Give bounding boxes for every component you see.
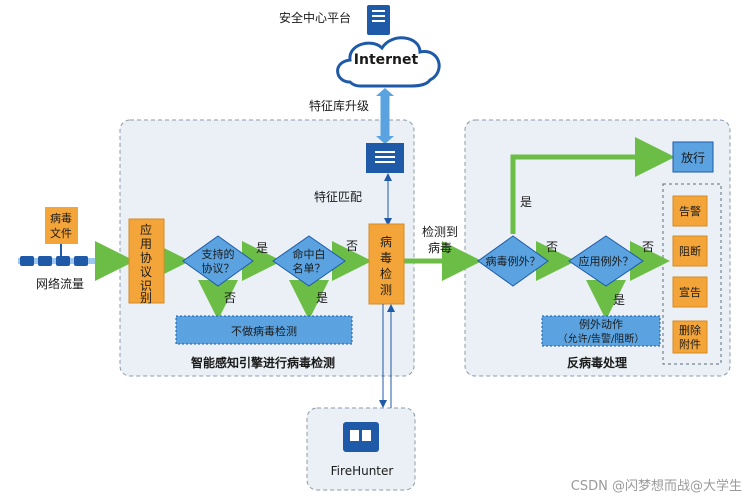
internet-cloud-icon [336,36,441,88]
svg-text:协议？: 协议？ [202,261,235,275]
action-alert-box [672,195,708,227]
no-label-supported: 否 [224,291,236,305]
yes-label-exception: 是 [520,195,532,209]
traffic-label: 网络流量 [36,276,84,291]
virus-exception-decision [477,235,549,287]
svg-text:告警: 告警 [679,204,701,218]
whitelist-decision [272,235,346,287]
svg-text:识: 识 [140,279,152,293]
file-label-line2: 文件 [50,226,72,240]
detected-label-line1: 检测到 [422,224,458,239]
svg-text:毒: 毒 [380,251,392,265]
firehunter-icon [343,422,379,452]
svg-text:（允许/告警/阻断）: （允许/告警/阻断） [558,332,645,345]
firehunter-label: FireHunter [331,464,394,478]
app-exception-decision [568,235,644,287]
svg-text:阻断: 阻断 [679,244,701,258]
action-delete-attachment-box [672,320,708,354]
svg-text:用: 用 [140,237,152,251]
signature-database-icon [366,143,404,173]
supported-protocol-decision [182,235,254,287]
server-icon [367,5,390,35]
svg-text:宣告: 宣告 [679,285,701,299]
yes-label-app-exception: 是 [613,293,625,307]
svg-text:协: 协 [140,250,152,265]
platform-label: 安全中心平台 [279,10,351,25]
virus-file-icon [45,207,78,244]
svg-text:例外动作: 例外动作 [579,317,623,331]
exception-action-bar [541,315,661,347]
yes-label-whitelist: 是 [316,291,328,305]
svg-text:名单？: 名单？ [293,261,326,275]
svg-text:检: 检 [380,266,392,281]
app-protocol-box [128,218,165,304]
network-traffic-icon [18,244,102,266]
release-box [672,141,714,173]
detected-label-line2: 病毒 [428,240,452,255]
file-label-line1: 病毒 [50,211,72,225]
yes-label-supported: 是 [256,241,268,255]
no-detection-bar [175,315,353,345]
svg-text:放行: 放行 [681,150,705,165]
svg-text:病: 病 [380,234,392,249]
right-panel-title: 反病毒处理 [567,355,627,370]
no-label-app-exception: 否 [642,240,654,254]
svg-text:测: 测 [380,283,392,297]
no-detection-label: 不做病毒检测 [231,324,297,338]
match-label: 特征匹配 [314,189,362,204]
svg-text:命中白: 命中白 [293,247,326,261]
no-label-exception: 否 [546,240,558,254]
svg-text:应用例外？: 应用例外？ [579,254,634,268]
action-block-box [672,235,708,267]
left-panel-title: 智能感知引擎进行病毒检测 [190,355,335,370]
svg-text:议: 议 [140,265,152,279]
svg-text:应: 应 [140,222,152,237]
action-announce-box [672,276,708,308]
virus-detection-box [368,223,405,305]
svg-text:病毒例外？: 病毒例外？ [486,254,541,268]
upgrade-label: 特征库升级 [309,98,369,113]
app-protocol-text: 应 用 协 议 识 别 [140,222,152,305]
watermark: CSDN @闪梦想而战@大学生 [571,478,742,494]
svg-text:支持的: 支持的 [202,247,235,261]
internet-label: Internet [354,52,419,68]
no-label-whitelist: 否 [346,239,358,253]
svg-text:别: 别 [140,291,152,305]
action-delete-attachment-label: 删除附件 [679,323,701,351]
